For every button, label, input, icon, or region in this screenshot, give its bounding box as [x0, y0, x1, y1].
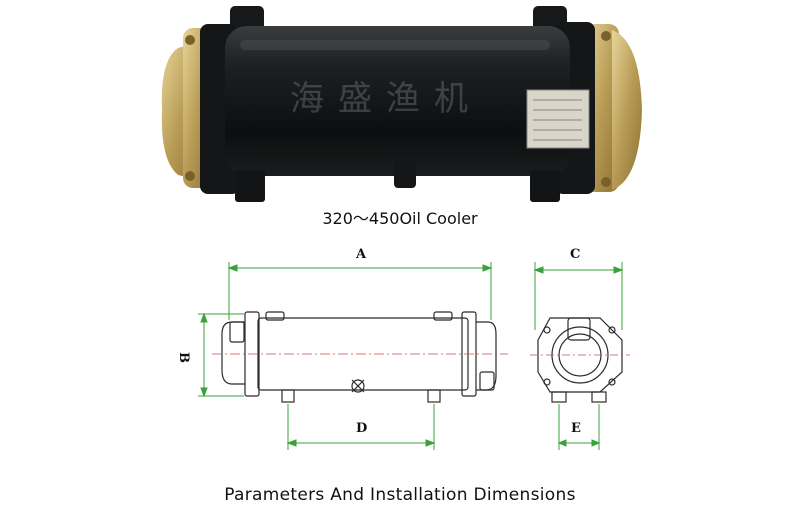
section-caption: Parameters And Installation Dimensions: [224, 485, 576, 505]
photo-caption: 320～450Oil Cooler: [322, 209, 478, 228]
dimension-label-a: A: [355, 247, 367, 262]
dimension-label-c: C: [570, 247, 580, 262]
dimension-label-d: D: [356, 421, 367, 436]
dimension-label-e: E: [571, 421, 581, 436]
watermark-text: 海盛渔机: [290, 79, 482, 119]
dimension-label-b: B: [176, 352, 191, 363]
